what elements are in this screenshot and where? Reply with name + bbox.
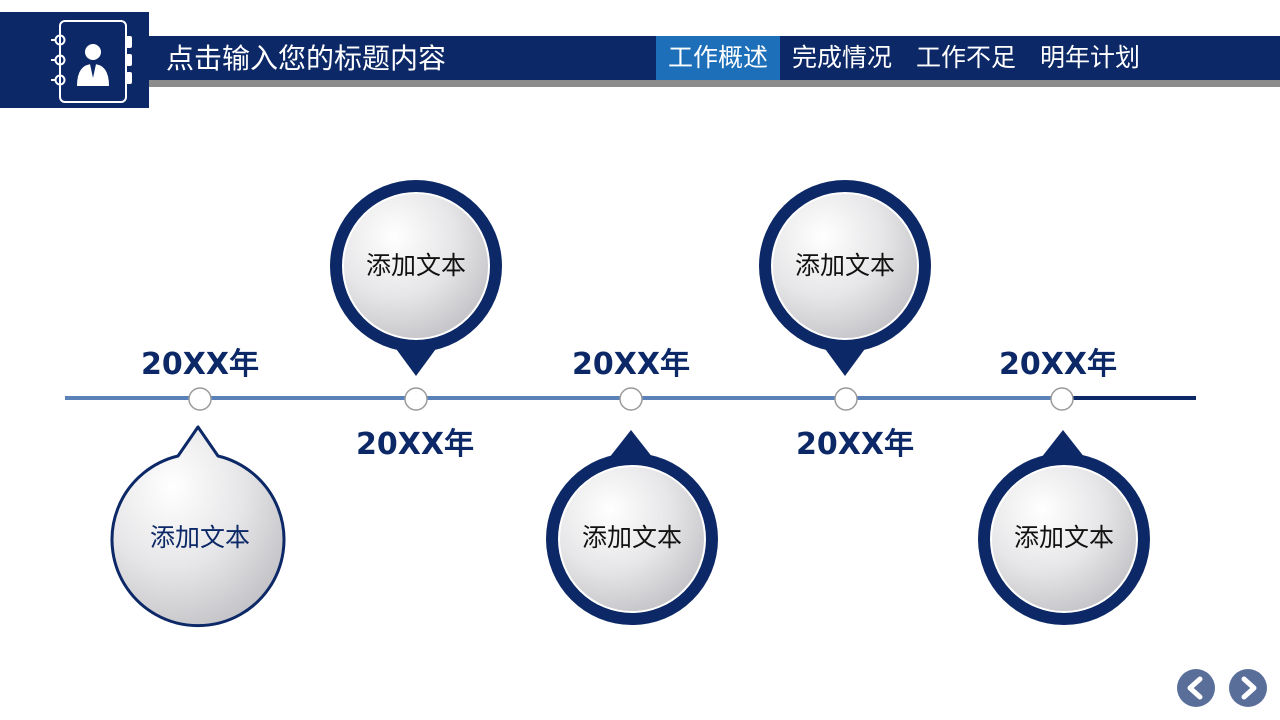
year-label-5: 20XX年	[998, 347, 1117, 382]
logo-badge	[0, 12, 149, 108]
timeline-node-4	[834, 387, 858, 411]
tab-completion-status[interactable]: 完成情况	[792, 43, 893, 72]
nav-tabs: 工作概述 完成情况 工作不足 明年计划	[656, 36, 1152, 80]
year-label-4: 20XX年	[795, 427, 914, 462]
year-label-2: 20XX年	[355, 427, 474, 462]
bubble-2	[330, 180, 502, 376]
year-label-1: 20XX年	[140, 347, 259, 382]
bubble-3	[546, 430, 718, 625]
timeline-node-5	[1050, 387, 1074, 411]
chevron-right-icon[interactable]	[1228, 668, 1268, 708]
bubble-5	[978, 430, 1150, 625]
year-label-3: 20XX年	[571, 347, 690, 382]
bubble-text-4[interactable]: 添加文本	[794, 251, 895, 280]
page-title[interactable]: 点击输入您的标题内容	[166, 42, 447, 75]
chevron-left-icon[interactable]	[1176, 668, 1216, 708]
bubble-text-5[interactable]: 添加文本	[1013, 523, 1114, 552]
tab-work-overview[interactable]: 工作概述	[656, 36, 781, 80]
bubble-text-2[interactable]: 添加文本	[365, 251, 466, 280]
bubble-text-3[interactable]: 添加文本	[581, 523, 682, 552]
bubble-text-1[interactable]: 添加文本	[149, 523, 250, 552]
header-underline	[149, 80, 1280, 87]
bubble-4	[759, 180, 931, 376]
tab-next-year-plan[interactable]: 明年计划	[1040, 43, 1141, 72]
timeline-node-2	[404, 387, 428, 411]
tab-work-shortcomings[interactable]: 工作不足	[916, 43, 1017, 72]
contact-book-person-icon	[51, 20, 132, 103]
timeline-node-3	[619, 387, 643, 411]
timeline-node-1	[188, 387, 212, 411]
bubble-1	[110, 425, 286, 628]
